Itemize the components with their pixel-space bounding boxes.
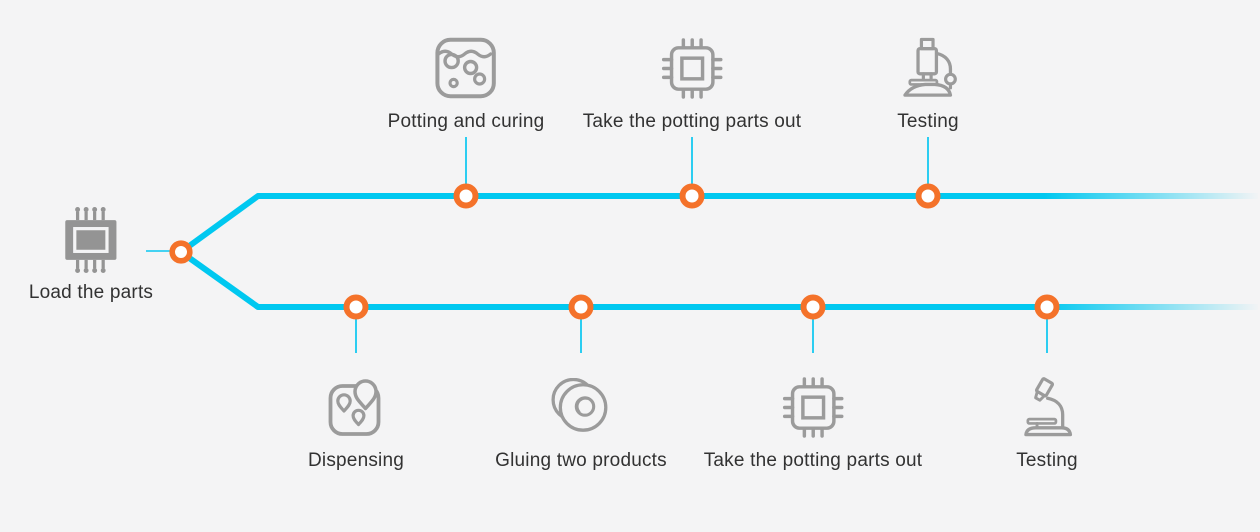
station-label: Potting and curing [387,111,545,132]
bottom-branch-line [179,249,1258,310]
station-label: Gluing two products [495,450,667,471]
flow-node [343,294,369,320]
flow-node [800,294,826,320]
station-potting-and-curing: Potting and curing [388,30,545,133]
station-label: Take the potting parts out [582,111,802,132]
cpu-chip-icon [661,30,724,106]
dispensing-drops-icon [325,372,387,442]
microscope-icon [898,30,958,106]
station-label: Take the potting parts out [703,450,923,471]
flow-node [1034,294,1060,320]
two-discs-icon [549,372,613,442]
flow-node [915,183,941,209]
chip-solid-icon [62,204,120,276]
station-label: Testing [1016,450,1078,471]
potting-container-icon [435,30,497,106]
station-label: Load the parts [28,282,154,303]
flow-junction-node [169,240,193,264]
station-label: Dispensing [308,450,404,471]
station-take-potting-parts-out-top: Take the potting parts out [583,30,802,133]
station-testing-bottom: Testing [1016,372,1078,472]
flow-node [568,294,594,320]
station-dispensing: Dispensing [308,372,404,472]
microscope-tilted-icon [1017,372,1077,442]
station-testing-top: Testing [897,30,959,133]
cpu-chip-icon [782,372,845,442]
top-branch-line [179,193,1258,255]
station-take-potting-parts-out-bottom: Take the potting parts out [704,372,923,472]
station-load-the-parts: Load the parts [29,204,153,304]
flow-node [679,183,705,209]
station-label: Testing [897,111,959,132]
flow-node [453,183,479,209]
station-gluing-two-products: Gluing two products [495,372,667,472]
